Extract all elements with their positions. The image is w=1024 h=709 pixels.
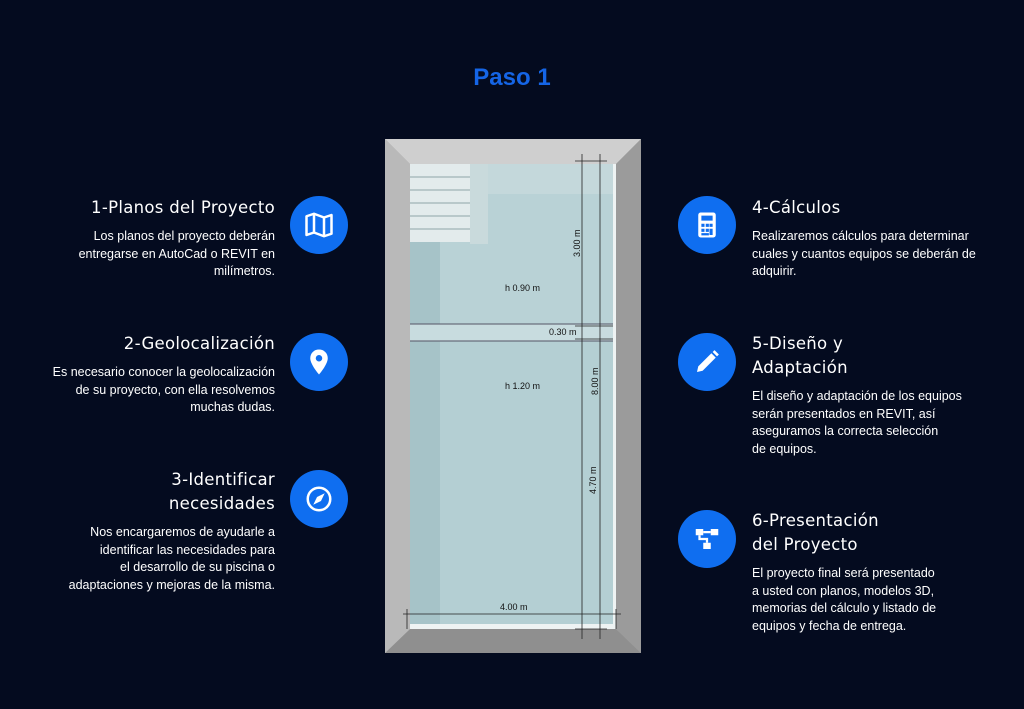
calculator-icon <box>678 196 736 254</box>
step-title: 6-Presentación del Proyecto <box>752 511 879 554</box>
step-title: 2-Geolocalización <box>123 334 275 353</box>
step-description: El proyecto final será presentado a uste… <box>752 566 937 633</box>
page-title: Paso 1 <box>473 64 551 91</box>
pool-steps <box>410 164 613 244</box>
dim-label-bottom-length: 4.70 m <box>588 466 598 494</box>
step-title: 1-Planos del Proyecto <box>91 198 275 217</box>
step-title: 3-Identificar necesidades <box>168 470 275 513</box>
dim-label-top-length: 3.00 m <box>572 229 582 257</box>
dim-label-step: 0.30 m <box>549 327 577 337</box>
dim-label-width: 4.00 m <box>500 602 528 612</box>
compass-icon <box>290 470 348 528</box>
step-6: 6-Presentación del Proyecto El proyecto … <box>752 509 992 635</box>
step-title: 5-Diseño y Adaptación <box>752 334 848 377</box>
step-title: 4-Cálculos <box>752 198 841 217</box>
location-pin-icon <box>290 333 348 391</box>
step-2: 2-Geolocalización Es necesario conocer l… <box>30 332 275 417</box>
step-3: 3-Identificar necesidades Nos encargarem… <box>40 468 275 594</box>
map-icon <box>290 196 348 254</box>
step-description: Los planos del proyecto deberán entregar… <box>78 229 275 278</box>
dim-label-total-length: 8.00 m <box>590 367 600 395</box>
pencil-icon <box>678 333 736 391</box>
step-description: El diseño y adaptación de los equipos se… <box>752 389 962 456</box>
step-description: Realizaremos cálculos para determinar cu… <box>752 229 976 278</box>
depth-label-shallow: h 0.90 m <box>505 283 540 293</box>
step-description: Es necesario conocer la geolocalización … <box>52 365 275 414</box>
sitemap-icon <box>678 510 736 568</box>
step-description: Nos encargaremos de ayudarle a identific… <box>68 525 275 592</box>
depth-label-deep: h 1.20 m <box>505 381 540 391</box>
pool-floor-plan: 3.00 m h 0.90 m 0.30 m h 1.20 m 8.00 m 4… <box>385 139 641 653</box>
step-5: 5-Diseño y Adaptación El diseño y adapta… <box>752 332 992 458</box>
step-1: 1-Planos del Proyecto Los planos del pro… <box>40 196 275 281</box>
step-4: 4-Cálculos Realizaremos cálculos para de… <box>752 196 992 281</box>
